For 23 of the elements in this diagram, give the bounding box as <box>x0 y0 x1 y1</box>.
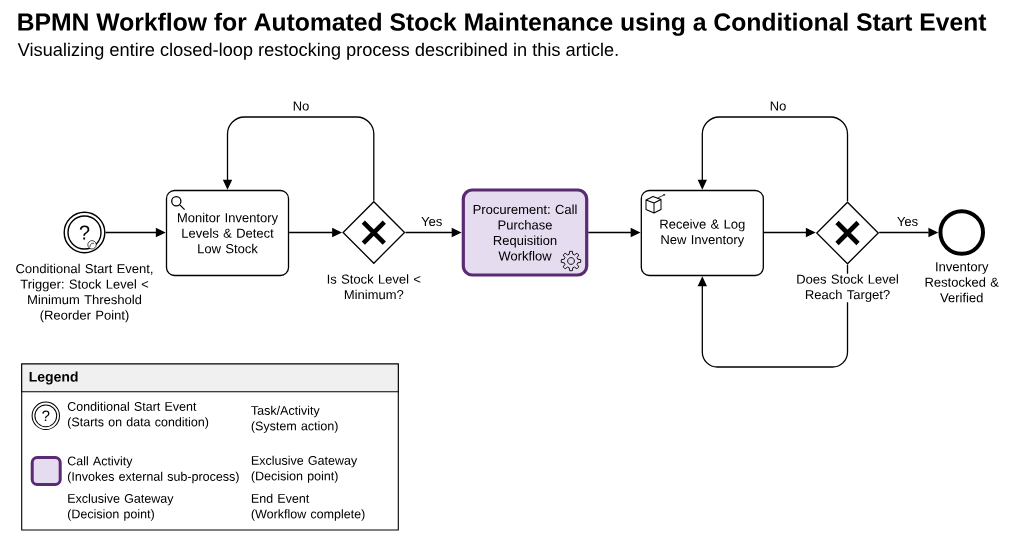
arrow <box>697 264 849 368</box>
edge-label: Yes <box>897 216 918 227</box>
gateway-label: Is Stock Level < Minimum? <box>327 274 421 300</box>
task-box: Receive & Log New Inventory <box>640 189 764 277</box>
event-label: Inventory Restocked & Verified <box>925 262 999 303</box>
legend-text: Call Activity (Invokes external sub-process) <box>67 456 239 484</box>
edge-label: No <box>293 101 309 111</box>
legend-text: End Event (Workflow complete) <box>251 493 365 521</box>
event-label: Conditional Start Event, Trigger: Stock Level < Minimum Threshold (Reorder Point) <box>16 263 153 323</box>
title: BPMN Workflow for Automated Stock Maintenance using a Conditional Start Event <box>18 12 987 36</box>
end-event <box>938 209 985 256</box>
subtitle: Visualizing entire closed-loop restocking process describined in this article. <box>17 42 618 60</box>
legend-header: Legend <box>21 363 399 393</box>
legend-text: Conditional Start Event (Starts on data condition) <box>67 401 209 429</box>
task-box: Monitor Inventory Levels & Detect Low Stock <box>165 189 290 277</box>
edge-label: No <box>770 101 786 111</box>
gateway-label: Does Stock Level Reach Target? <box>795 273 900 303</box>
legend-text: Exclusive Gateway (Decision point) <box>251 455 358 483</box>
start-event: ? <box>63 211 106 254</box>
edge-label: Yes <box>421 216 442 227</box>
call-activity-box: Procurement: Call Purchase Requisition Workflow <box>461 188 589 277</box>
legend-text: Exclusive Gateway (Decision point) <box>67 493 174 521</box>
legend-text: Task/Activity (System action) <box>251 405 338 433</box>
